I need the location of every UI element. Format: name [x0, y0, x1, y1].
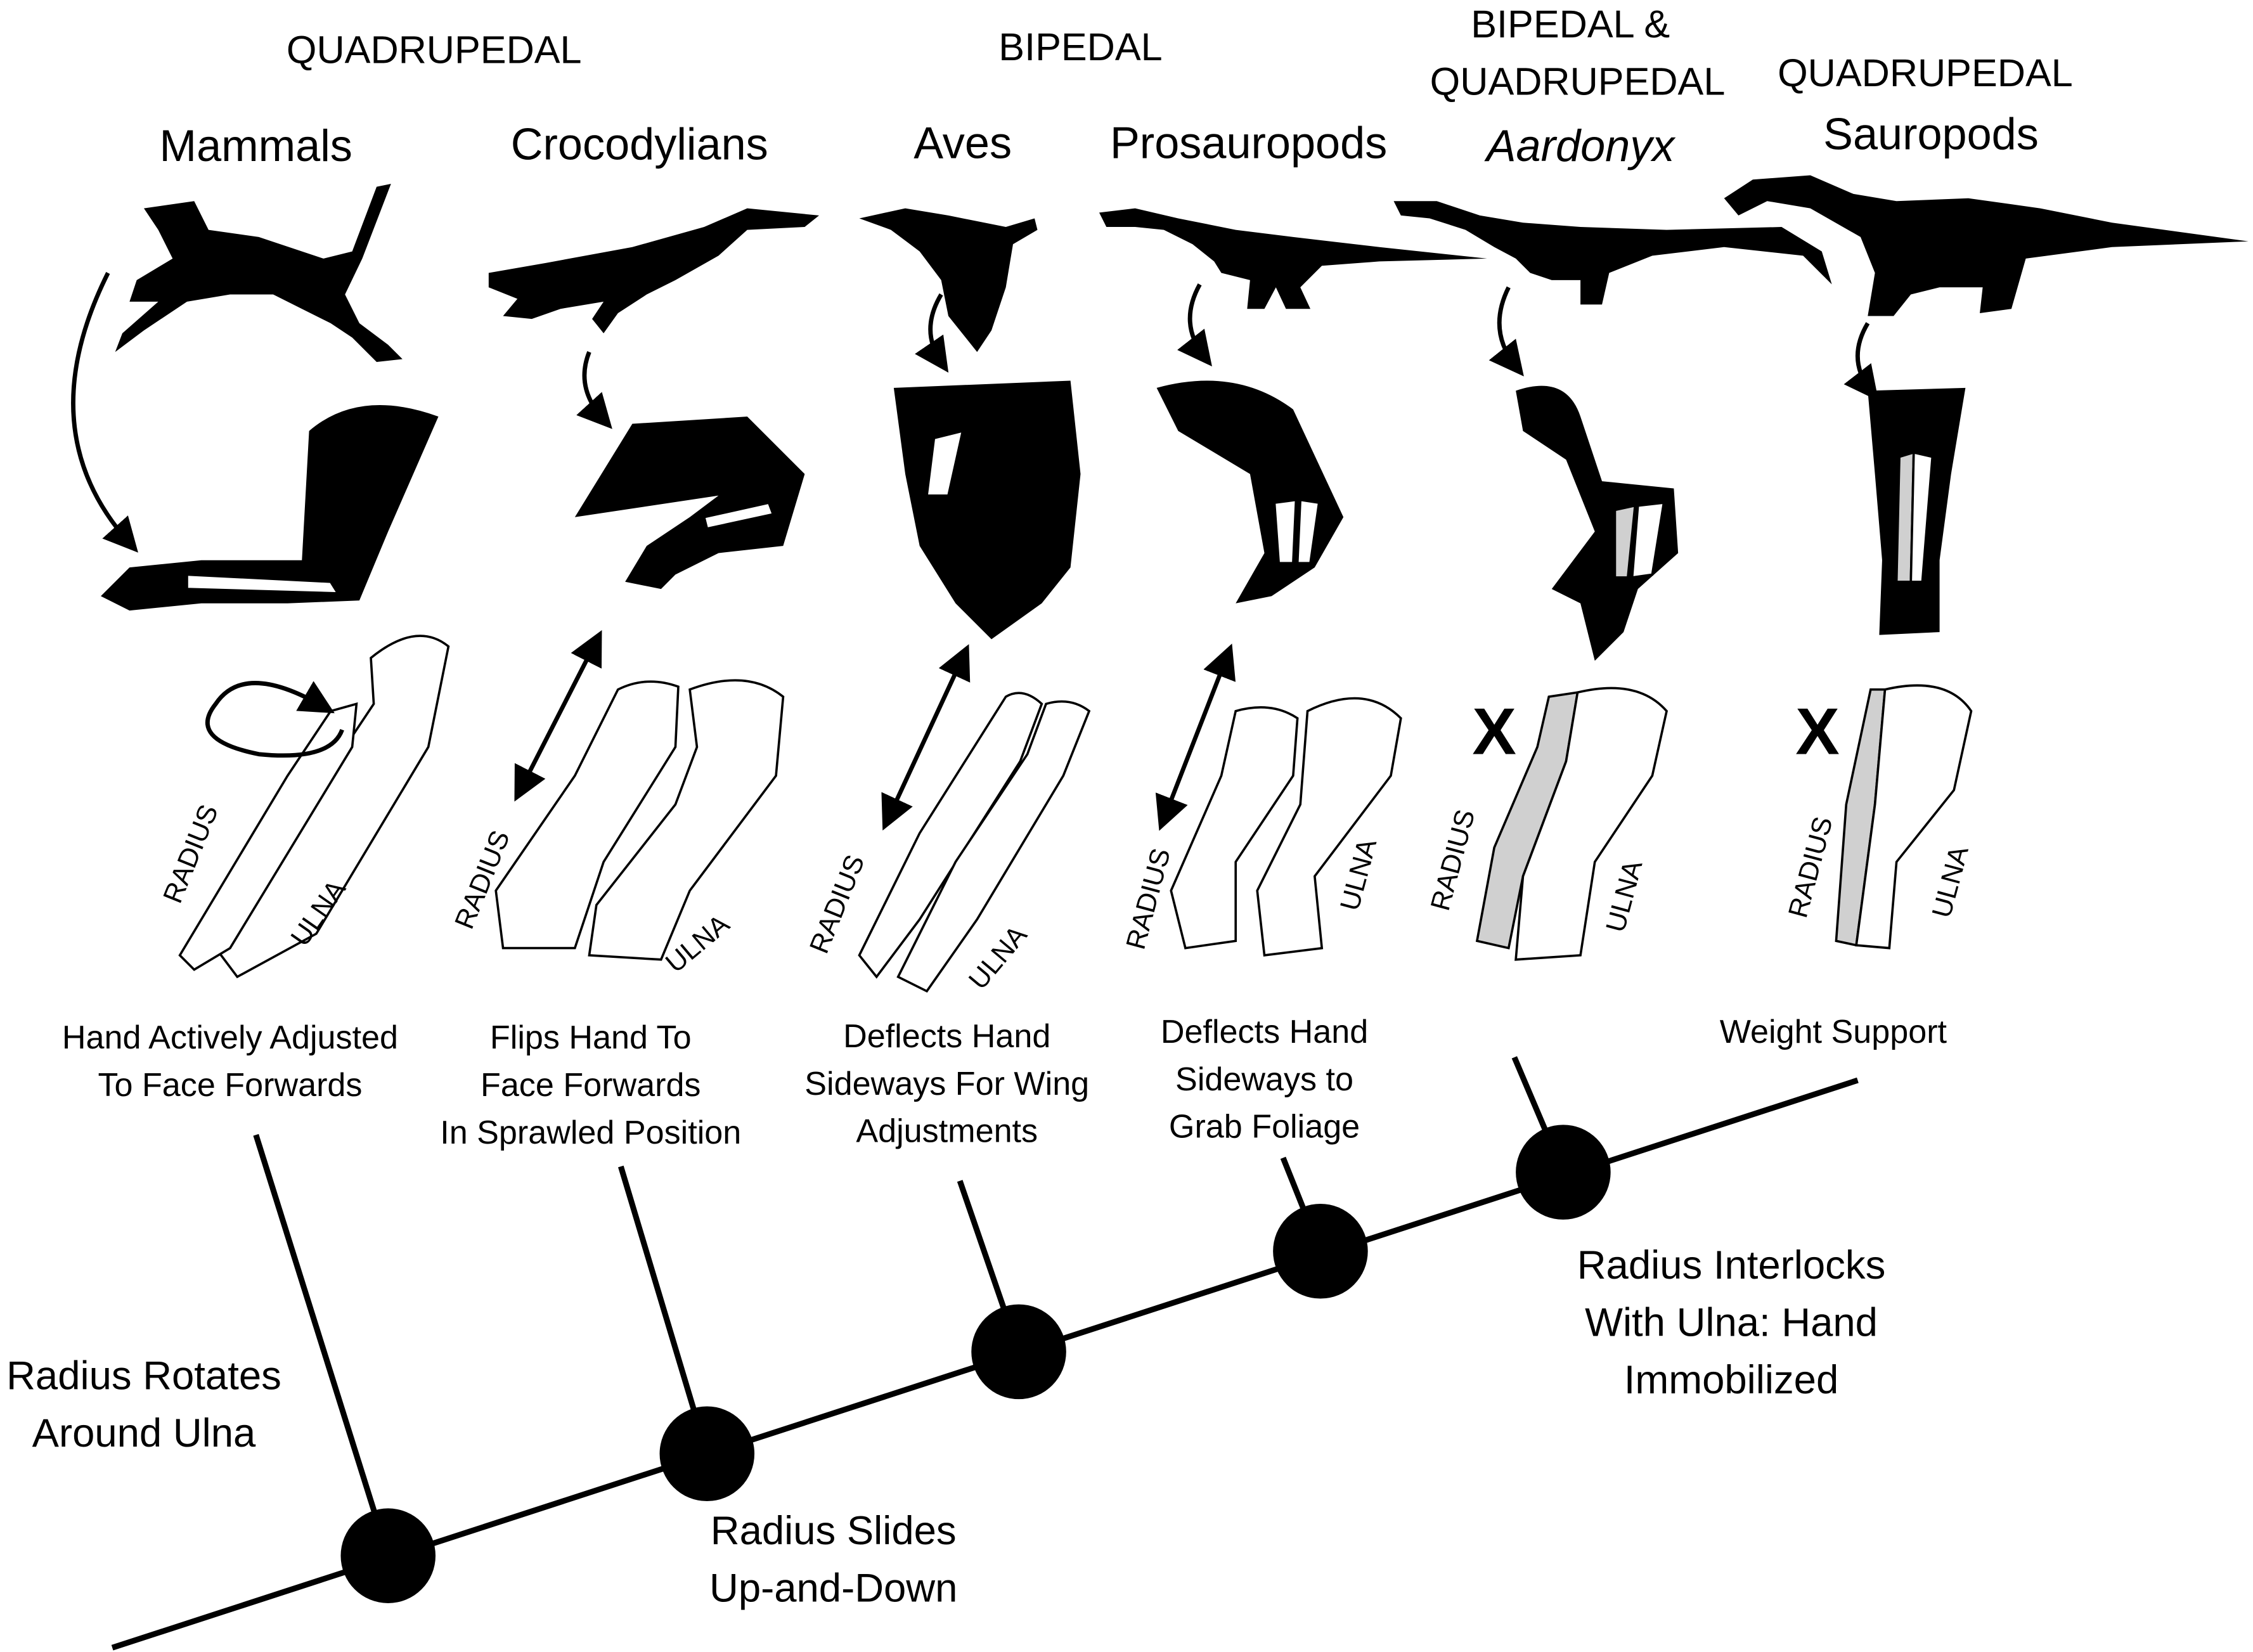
caption-aves: Deflects Hand Sideways For Wing Adjustme… — [804, 1018, 1089, 1150]
crocodile-silhouette — [488, 208, 820, 333]
prosauropod-radius-label: RADIUS — [1120, 845, 1176, 953]
aves-radius-label: RADIUS — [804, 851, 870, 958]
aardonyx-silhouette — [1393, 201, 1832, 305]
svg-text:To Face Forwards: To Face Forwards — [98, 1067, 362, 1104]
svg-text:Adjustments: Adjustments — [856, 1113, 1038, 1150]
svg-text:Radius Rotates: Radius Rotates — [6, 1353, 281, 1398]
svg-text:Flips Hand To: Flips Hand To — [490, 1019, 692, 1056]
node-4 — [1273, 1203, 1368, 1299]
taxon-mammals: Mammals — [160, 120, 352, 171]
sauropod-limb — [1868, 387, 1966, 635]
aardonyx-bones — [1475, 687, 1669, 961]
node-1 — [340, 1508, 436, 1603]
prosauropod-bones — [1155, 643, 1402, 957]
svg-text:Face Forwards: Face Forwards — [481, 1067, 700, 1104]
caption-crocodylians: Flips Hand To Face Forwards In Sprawled … — [440, 1019, 741, 1151]
header-bipedal: BIPEDAL — [998, 25, 1162, 68]
taxon-crocodylians: Crocodylians — [511, 119, 768, 169]
header-quadrupedal-right: QUADRUPEDAL — [1778, 51, 2073, 94]
node-3 — [971, 1304, 1066, 1400]
aves-ulna-label: ULNA — [963, 920, 1033, 995]
node-label-interlocks: Radius Interlocks With Ulna: Hand Immobi… — [1577, 1243, 1886, 1402]
svg-text:Deflects Hand: Deflects Hand — [843, 1018, 1050, 1055]
svg-text:Weight Support: Weight Support — [1720, 1014, 1947, 1050]
arrow-prosauropod — [1177, 283, 1212, 367]
caption-sauropods: Weight Support — [1720, 1014, 1947, 1050]
mammal-silhouette — [115, 184, 403, 363]
aardonyx-ulna-label: ULNA — [1600, 857, 1648, 936]
node-label-slides: Radius Slides Up-and-Down — [709, 1509, 957, 1611]
svg-text:Radius Interlocks: Radius Interlocks — [1577, 1243, 1886, 1287]
prosauropod-limb — [1156, 380, 1344, 603]
svg-text:Sideways to: Sideways to — [1175, 1061, 1353, 1098]
sauropod-ulna-label: ULNA — [1927, 842, 1975, 921]
mammal-bones — [178, 635, 450, 979]
svg-text:With Ulna: Hand: With Ulna: Hand — [1585, 1300, 1878, 1345]
sauropod-immobile-x: X — [1795, 695, 1840, 769]
arrow-croc — [576, 351, 612, 429]
bird-silhouette — [859, 208, 1038, 352]
sauropod-silhouette — [1724, 175, 2249, 316]
cladogram — [111, 1056, 1859, 1651]
arrow-mammal — [71, 272, 138, 553]
svg-text:Deflects Hand: Deflects Hand — [1161, 1014, 1368, 1050]
svg-text:Grab Foliage: Grab Foliage — [1169, 1109, 1360, 1145]
header-bipedal-quadrupedal-2: QUADRUPEDAL — [1430, 60, 1726, 103]
svg-text:Immobilized: Immobilized — [1624, 1358, 1838, 1402]
croc-bones — [494, 629, 785, 961]
arrow-sauropod — [1843, 322, 1879, 401]
svg-text:Up-and-Down: Up-and-Down — [709, 1566, 957, 1611]
node-5 — [1516, 1125, 1611, 1220]
aardonyx-radius-label: RADIUS — [1425, 806, 1481, 914]
svg-text:Hand Actively Adjusted: Hand Actively Adjusted — [62, 1019, 398, 1056]
caption-prosauropods: Deflects Hand Sideways to Grab Foliage — [1161, 1014, 1368, 1145]
mammal-radius-label: RADIUS — [157, 801, 224, 908]
prosauropod-ulna-label: ULNA — [1334, 836, 1383, 914]
aves-bones — [858, 644, 1091, 993]
node-label-rotates: Radius Rotates Around Ulna — [6, 1353, 281, 1455]
prosauropod-silhouette — [1099, 208, 1487, 309]
taxon-prosauropods: Prosauropods — [1110, 117, 1387, 167]
bird-wing — [893, 380, 1081, 640]
taxon-aardonyx: Aardonyx — [1484, 120, 1677, 171]
aardonyx-immobile-x: X — [1472, 695, 1516, 769]
svg-text:In Sprawled Position: In Sprawled Position — [440, 1114, 741, 1151]
node-2 — [659, 1406, 755, 1502]
caption-mammals: Hand Actively Adjusted To Face Forwards — [62, 1019, 398, 1104]
header-quadrupedal-left: QUADRUPEDAL — [287, 29, 582, 72]
header-bipedal-quadrupedal-1: BIPEDAL & — [1471, 3, 1670, 46]
aardonyx-limb — [1516, 385, 1679, 661]
arrow-aves — [915, 293, 949, 373]
croc-limb — [574, 416, 805, 590]
mammal-limb — [101, 405, 439, 611]
svg-text:Radius Slides: Radius Slides — [711, 1509, 957, 1553]
svg-text:Sideways For Wing: Sideways For Wing — [804, 1066, 1089, 1102]
svg-text:Around Ulna: Around Ulna — [32, 1411, 256, 1455]
arrow-aardonyx — [1488, 286, 1524, 377]
taxon-sauropods: Sauropods — [1823, 109, 2039, 159]
taxon-aves: Aves — [913, 117, 1012, 167]
sauropod-radius-label: RADIUS — [1783, 813, 1838, 921]
sauropod-bones — [1835, 684, 1973, 950]
